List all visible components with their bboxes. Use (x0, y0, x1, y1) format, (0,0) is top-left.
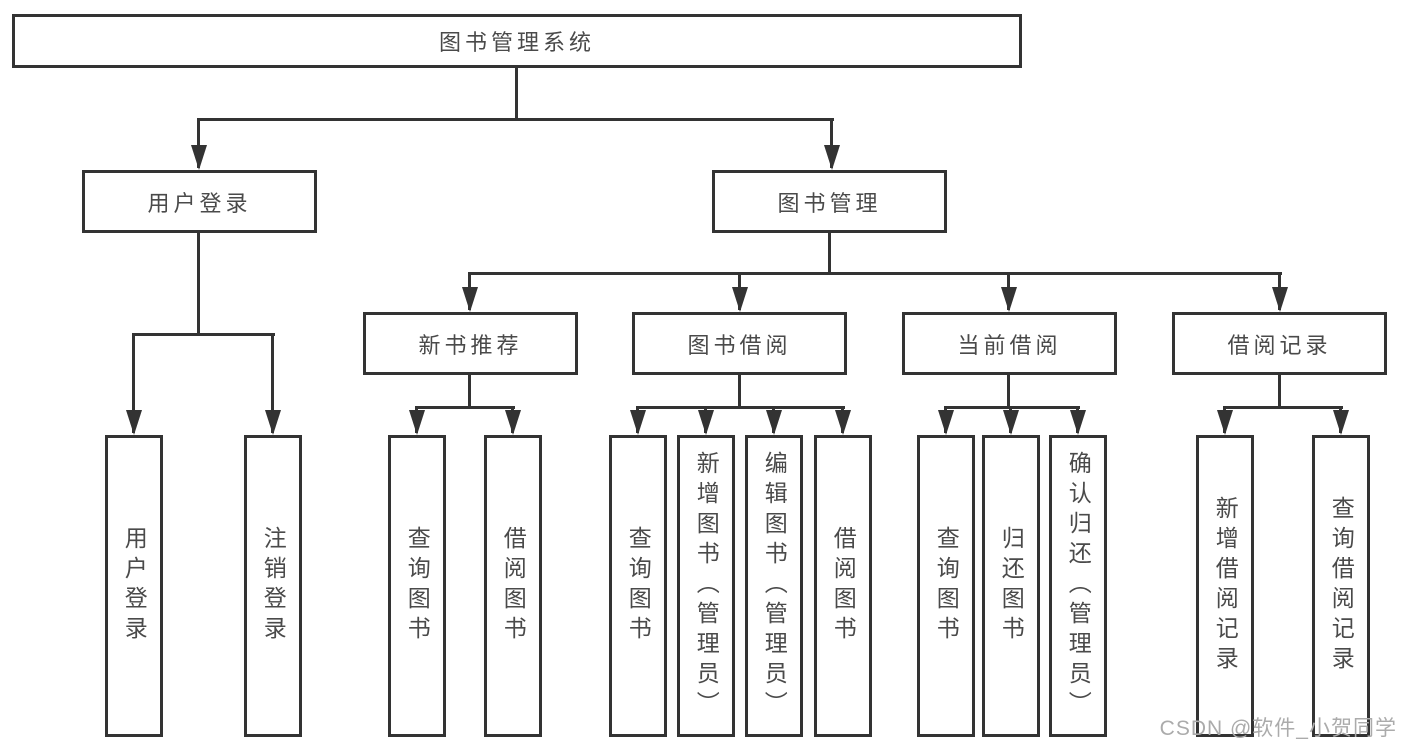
arrowhead-icon (1272, 287, 1288, 312)
leaf-borrow-books: 借阅图书 (814, 435, 872, 737)
arrowhead-icon (265, 410, 281, 435)
node-root-library-system: 图书管理系统 (12, 14, 1022, 68)
connector-drop-user-login (197, 118, 200, 168)
connector-current-rail (944, 406, 1080, 409)
node-book-borrow: 图书借阅 (632, 312, 847, 375)
arrowhead-icon (732, 287, 748, 312)
connector-borrow-rail (636, 406, 845, 409)
connector-drop-leaf-login (132, 333, 135, 433)
arrowhead-icon (462, 287, 478, 312)
connector-user-login-stem (197, 233, 200, 335)
connector-root-stem (515, 68, 518, 120)
connector-user-login-rail (132, 333, 275, 336)
connector-current-stem (1007, 375, 1010, 408)
connector-drop-book-management (830, 118, 833, 168)
arrowhead-icon (835, 410, 851, 435)
arrowhead-icon (938, 410, 954, 435)
leaf-return-books: 归还图书 (982, 435, 1040, 737)
arrowhead-icon (1001, 287, 1017, 312)
connector-recommend-rail (415, 406, 515, 409)
node-borrow-records: 借阅记录 (1172, 312, 1387, 375)
connector-recommend-stem (468, 375, 471, 408)
leaf-query-borrow-record: 查询借阅记录 (1312, 435, 1370, 737)
leaf-add-books-admin: 新增图书（管理员） (677, 435, 735, 737)
connector-borrow-stem (738, 375, 741, 408)
leaf-user-login: 用户登录 (105, 435, 163, 737)
arrowhead-icon (191, 145, 207, 170)
leaf-query-books-current: 查询图书 (917, 435, 975, 737)
leaf-query-books-recommend: 查询图书 (388, 435, 446, 737)
leaf-logout: 注销登录 (244, 435, 302, 737)
arrowhead-icon (1070, 410, 1086, 435)
node-user-login: 用户登录 (82, 170, 317, 233)
connector-root-rail (198, 118, 834, 121)
connector-book-management-rail (468, 272, 1282, 275)
arrowhead-icon (698, 410, 714, 435)
connector-drop-leaf-logout (271, 333, 274, 433)
leaf-add-borrow-record: 新增借阅记录 (1196, 435, 1254, 737)
arrowhead-icon (505, 410, 521, 435)
leaf-query-books-borrow: 查询图书 (609, 435, 667, 737)
arrowhead-icon (409, 410, 425, 435)
arrowhead-icon (630, 410, 646, 435)
csdn-watermark: CSDN @软件_小贺同学 (1159, 717, 1397, 740)
node-book-management: 图书管理 (712, 170, 947, 233)
connector-book-management-stem (828, 233, 831, 275)
node-current-borrow: 当前借阅 (902, 312, 1117, 375)
arrowhead-icon (1003, 410, 1019, 435)
leaf-confirm-return-admin: 确认归还（管理员） (1049, 435, 1107, 737)
connector-records-rail (1223, 406, 1343, 409)
arrowhead-icon (824, 145, 840, 170)
leaf-edit-books-admin: 编辑图书（管理员） (745, 435, 803, 737)
arrowhead-icon (766, 410, 782, 435)
arrowhead-icon (1217, 410, 1233, 435)
arrowhead-icon (126, 410, 142, 435)
arrowhead-icon (1333, 410, 1349, 435)
leaf-borrow-books-recommend: 借阅图书 (484, 435, 542, 737)
connector-records-stem (1278, 375, 1281, 408)
node-new-book-recommend: 新书推荐 (363, 312, 578, 375)
